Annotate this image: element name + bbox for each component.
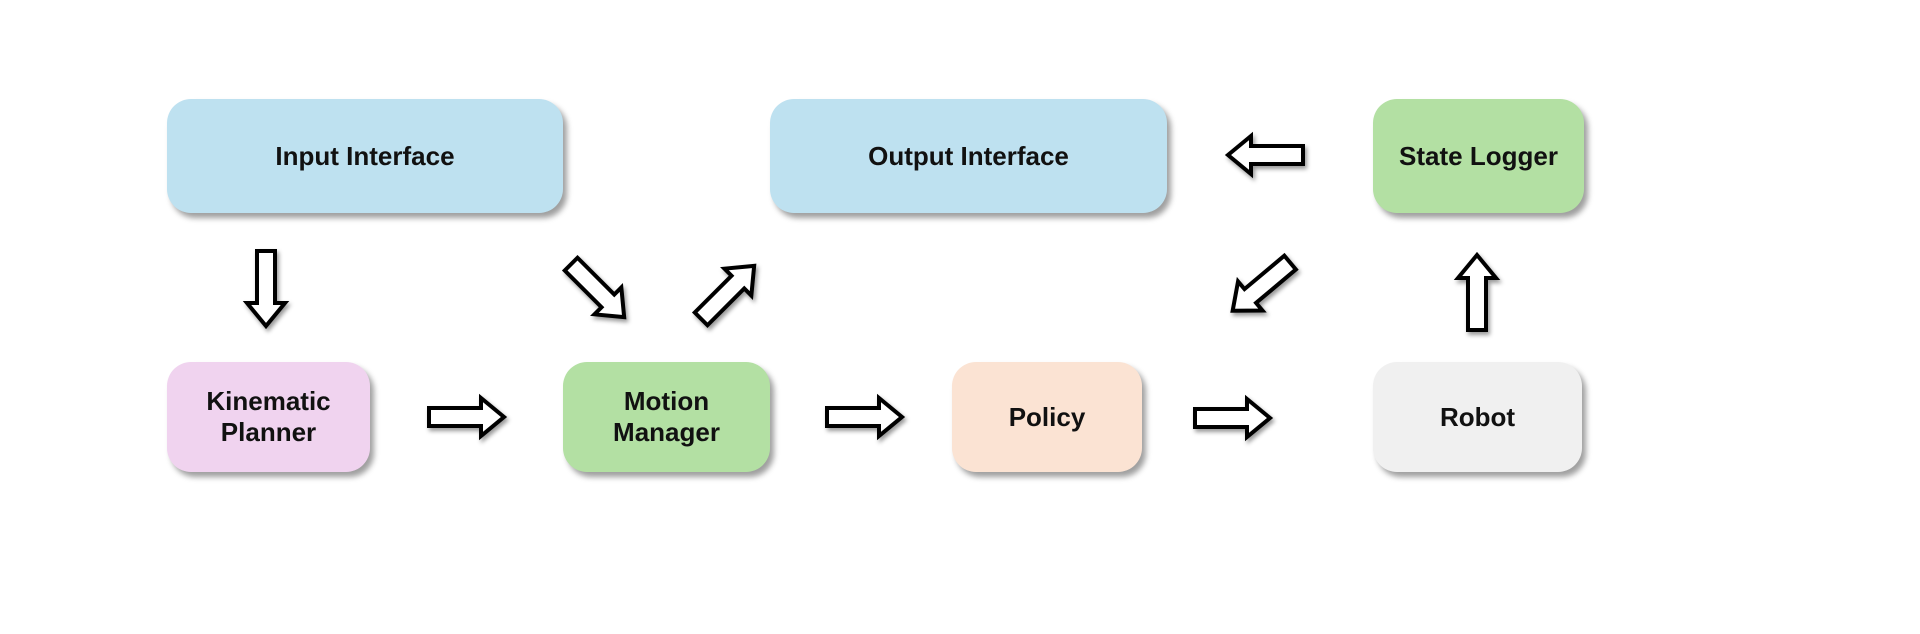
node-label: Robot [1439, 401, 1516, 432]
node-label: Output Interface [868, 140, 1069, 171]
node-kinematic-planner: Kinematic Planner [167, 362, 370, 472]
node-label: Policy [1008, 401, 1086, 432]
node-motion-manager: Motion Manager [563, 362, 770, 472]
left-arrow-icon-logger-to-output [1224, 131, 1305, 179]
node-input-interface: Input Interface [167, 99, 563, 213]
right-arrow-icon-motion-to-policy [825, 393, 906, 441]
node-policy: Policy [952, 362, 1142, 472]
right-arrow-icon-policy-to-robot [1193, 394, 1274, 442]
down-left-arrow-icon-logger-to-policy [1221, 252, 1301, 313]
node-state-logger: State Logger [1373, 99, 1584, 213]
down-arrow-icon-input-to-kinematic [226, 249, 306, 330]
node-output-interface: Output Interface [770, 99, 1167, 213]
node-label: Input Interface [275, 140, 455, 171]
node-robot: Robot [1373, 362, 1582, 472]
right-arrow-icon-kinematic-to-motion [427, 393, 508, 441]
node-label: Kinematic Planner [206, 386, 331, 447]
node-label: State Logger [1399, 140, 1558, 171]
down-right-arrow-icon-input-to-motion [558, 254, 638, 320]
up-arrow-icon-robot-to-logger [1437, 251, 1517, 332]
node-label: Motion Manager [613, 386, 720, 447]
up-right-arrow-icon-motion-to-output [688, 263, 768, 329]
